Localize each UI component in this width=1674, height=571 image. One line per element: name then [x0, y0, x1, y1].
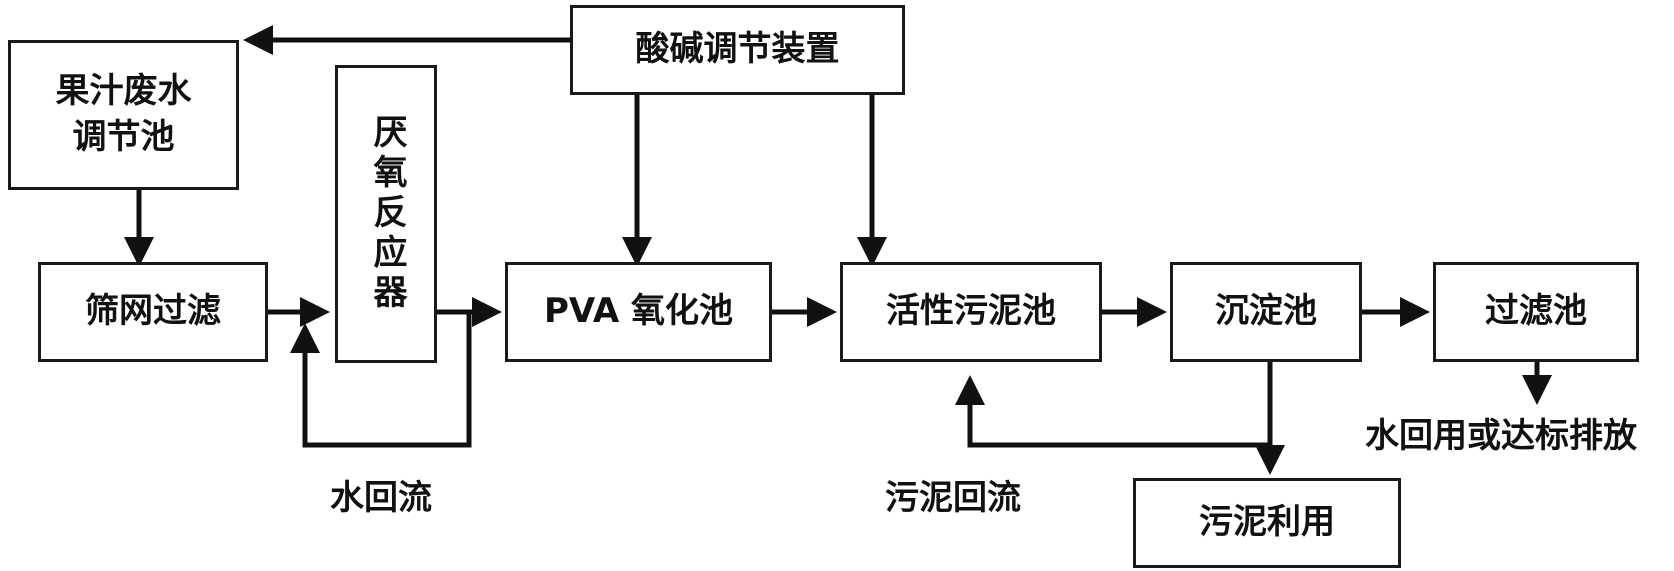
anaerobic-reactor: 厌氧反应器 [335, 65, 437, 363]
anaerobic-reactor-label: 厌氧反应器 [366, 114, 407, 314]
sedimentation-tank: 沉淀池 [1170, 262, 1362, 362]
filter-tank-label: 过滤池 [1485, 291, 1587, 332]
acid-base-adjuster-label: 酸碱调节装置 [635, 29, 840, 70]
sludge-utilization-label: 污泥利用 [1199, 502, 1335, 543]
sludge-return-loop [955, 375, 1270, 448]
water-return-loop [290, 312, 472, 448]
sedimentation-tank-label: 沉淀池 [1215, 291, 1317, 332]
sludge-return-label: 污泥回流 [885, 478, 1021, 518]
filter-tank: 过滤池 [1433, 262, 1639, 362]
screen-filter-label: 筛网过滤 [85, 291, 221, 332]
pva-oxidation-tank: PVA 氧化池 [505, 262, 772, 362]
screen-filter: 筛网过滤 [38, 262, 268, 362]
pva-oxidation-tank-label: PVA 氧化池 [543, 291, 734, 332]
water-return-label: 水回流 [330, 478, 432, 518]
activated-sludge-tank: 活性污泥池 [840, 262, 1102, 362]
activated-sludge-tank-label: 活性污泥池 [886, 291, 1056, 332]
juice-wastewater-tank-label: 果汁废水 调节池 [55, 71, 192, 157]
discharge-label: 水回用或达标排放 [1365, 416, 1637, 456]
juice-wastewater-tank: 果汁废水 调节池 [8, 40, 239, 190]
acid-base-adjuster: 酸碱调节装置 [570, 5, 905, 95]
sludge-utilization: 污泥利用 [1133, 478, 1401, 568]
